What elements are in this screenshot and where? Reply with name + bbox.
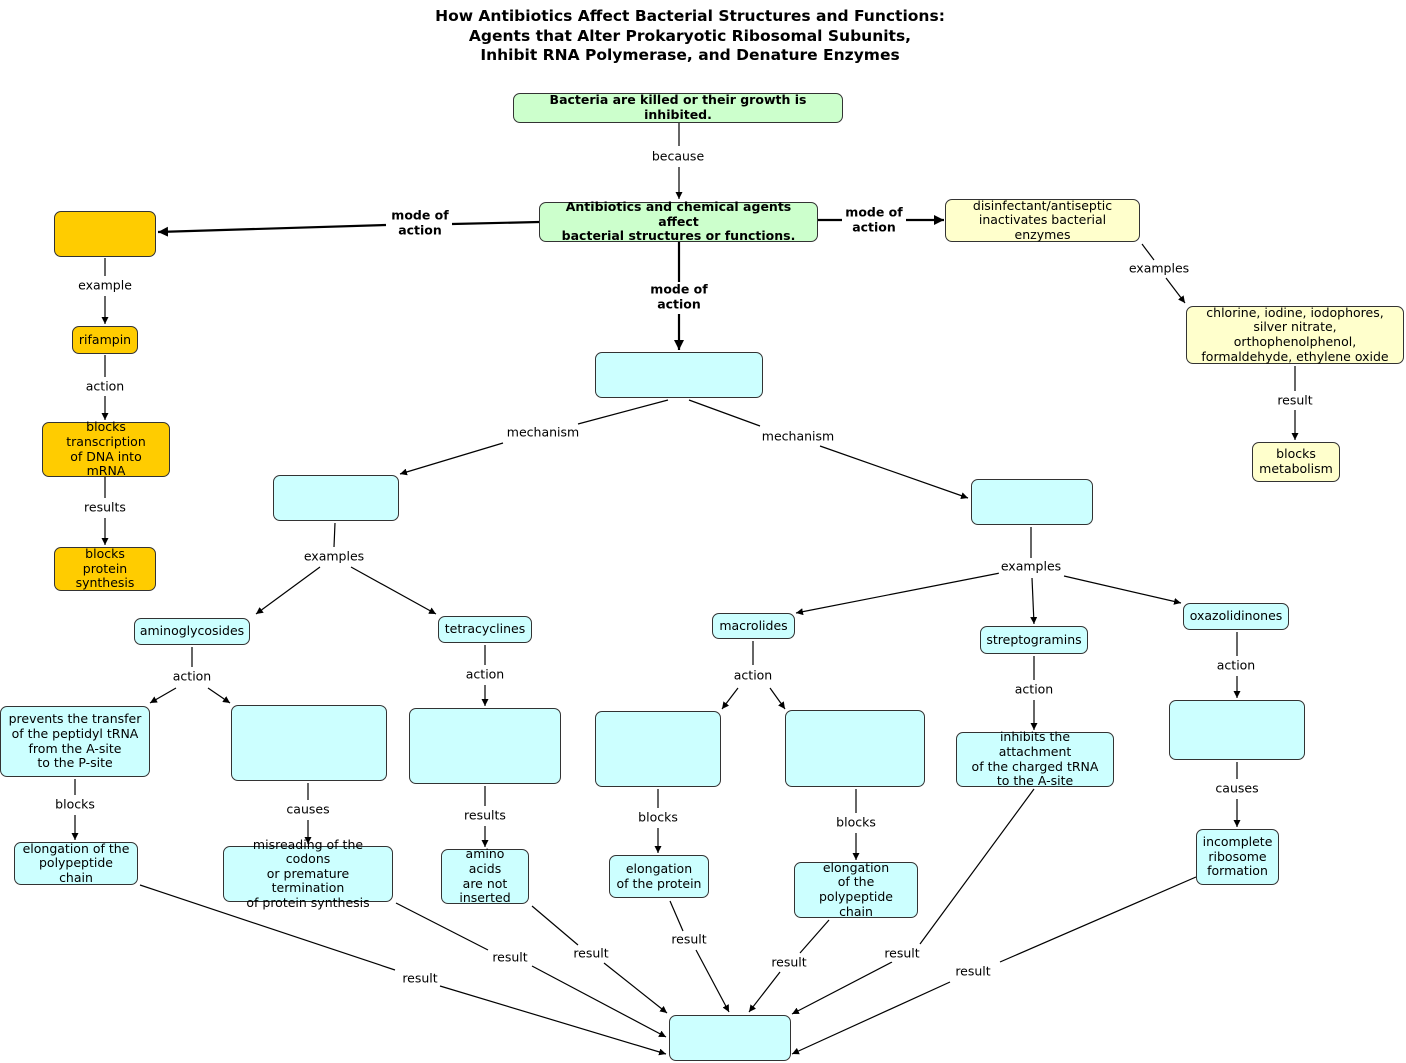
link-result-dis: result — [1275, 392, 1315, 409]
node-macro-action2-blank[interactable] — [785, 710, 925, 787]
edge-action-to-prevents — [149, 687, 177, 704]
edge-result-to-final-2 — [531, 965, 667, 1038]
edge-result-to-final-6 — [791, 961, 893, 1015]
node-chlorine-examples[interactable]: chlorine, iodine, iodophores, silver nit… — [1186, 305, 1404, 364]
edge-action-to-macro1 — [721, 687, 739, 710]
node-inhibits-attachment[interactable]: inhibits the attachment of the charged t… — [956, 730, 1114, 788]
edge-result-to-final-4 — [695, 949, 730, 1013]
edge-examples-to-amino — [255, 566, 321, 615]
node-aminoglycosides[interactable]: aminoglycosides — [134, 618, 250, 645]
node-elongation-polypeptide-1[interactable]: elongation of the polypeptide chain — [14, 841, 138, 885]
node-blocks-protein-synthesis[interactable]: blocks protein synthesis — [54, 546, 156, 591]
node-final-blank[interactable] — [669, 1015, 791, 1061]
edge-agents-to-mode-left — [451, 220, 540, 226]
node-elongation-protein[interactable]: elongation of the protein — [609, 855, 709, 898]
link-result-3: result — [571, 945, 611, 962]
node-oxa-action-blank[interactable] — [1169, 700, 1305, 760]
link-mode-right: mode of action — [843, 204, 905, 235]
link-mechanism-left: mechanism — [504, 424, 582, 441]
node-incomplete-ribosome[interactable]: incomplete ribosome formation — [1196, 829, 1279, 885]
link-action-oxa: action — [1214, 657, 1258, 674]
link-result-4: result — [669, 931, 709, 948]
edge-aa-to-result — [531, 905, 579, 946]
node-subunit-30s-blank[interactable] — [273, 475, 399, 521]
edge-30s-to-examples — [333, 522, 336, 548]
edge-elong1-to-result — [139, 884, 396, 971]
edge-mech-left-to-30s — [399, 442, 504, 476]
node-streptogramins[interactable]: streptogramins — [980, 626, 1088, 654]
edge-ribo-to-mech-left — [577, 399, 669, 425]
edge-elongprot-to-result — [669, 900, 684, 932]
node-disinfectant[interactable]: disinfectant/antiseptic inactivates bact… — [945, 198, 1140, 242]
link-results-rif: results — [82, 499, 128, 516]
node-rna-polymerase-blank[interactable] — [54, 211, 156, 257]
node-elongation-polypeptide-2[interactable]: elongation of the polypeptide chain — [794, 860, 918, 918]
edge-incomplete-to-result — [999, 876, 1197, 963]
node-tetra-action-blank[interactable] — [409, 708, 561, 784]
node-oxazolidinones[interactable]: oxazolidinones — [1183, 603, 1289, 630]
link-action-rif: action — [83, 378, 127, 395]
edge-examples-to-macro — [795, 572, 1001, 616]
edge-inhibits-to-result — [919, 788, 1035, 945]
node-amino-action2-blank[interactable] — [231, 705, 387, 781]
edge-examples-to-tetra — [350, 566, 437, 615]
edge-misreading-to-result — [395, 902, 489, 951]
edge-action-to-macro2 — [769, 687, 786, 710]
node-bacteria-killed[interactable]: Bacteria are killed or their growth is i… — [513, 93, 843, 123]
link-result-2: result — [490, 949, 530, 966]
link-example: example — [76, 277, 134, 294]
node-prevents-transfer[interactable]: prevents the transfer of the peptidyl tR… — [0, 706, 150, 777]
link-action-macro: action — [731, 667, 775, 684]
edge-mode-left-to-rna — [157, 223, 387, 237]
link-mechanism-right: mechanism — [759, 428, 837, 445]
link-causes-oxa: causes — [1213, 780, 1261, 797]
link-results-tetra: results — [462, 807, 508, 824]
edge-result-to-final-1 — [439, 985, 667, 1056]
link-result-5: result — [769, 954, 809, 971]
node-blocks-metabolism[interactable]: blocks metabolism — [1252, 442, 1340, 482]
edge-examples-to-oxa — [1063, 575, 1182, 605]
link-result-1: result — [400, 970, 440, 987]
link-because: because — [649, 148, 707, 165]
node-amino-acids[interactable]: amino acids are not inserted — [441, 847, 529, 905]
node-macro-action1-blank[interactable] — [595, 711, 721, 787]
node-blocks-transcription[interactable]: blocks transcription of DNA into mRNA — [42, 420, 170, 478]
link-action-tetra: action — [463, 666, 507, 683]
title-line-2: Agents that Alter Prokaryotic Ribosomal … — [468, 26, 912, 45]
link-examples-30s: examples — [301, 548, 367, 565]
node-tetracyclines[interactable]: tetracyclines — [438, 616, 532, 643]
node-ribosome-blank[interactable] — [595, 352, 763, 398]
link-examples-50s: examples — [998, 558, 1064, 575]
node-agents-affect[interactable]: Antibiotics and chemical agents affect b… — [539, 199, 818, 243]
edge-action-to-amino2 — [207, 687, 231, 704]
node-subunit-50s-blank[interactable] — [971, 479, 1093, 525]
link-blocks-macro1: blocks — [636, 809, 680, 826]
edge-result-to-final-5 — [748, 971, 781, 1013]
link-examples-dis: examples — [1126, 260, 1192, 277]
map-title: How Antibiotics Affect Bacterial Structu… — [340, 7, 1040, 66]
edge-mech-right-to-50s — [819, 445, 969, 499]
link-result-7: result — [953, 963, 993, 980]
node-macrolides[interactable]: macrolides — [712, 613, 795, 639]
edge-examples-to-strep — [1030, 577, 1038, 625]
edge-dis-to-examples — [1141, 243, 1155, 261]
edge-ribo-to-mech-right — [688, 399, 761, 427]
title-line-1: How Antibiotics Affect Bacterial Structu… — [435, 7, 945, 25]
link-action-strep: action — [1012, 681, 1056, 698]
link-blocks-macro2: blocks — [834, 814, 878, 831]
node-rifampin[interactable]: rifampin — [72, 326, 138, 354]
link-action-amino: action — [170, 668, 214, 685]
title-line-3: Inhibit RNA Polymerase, and Denature Enz… — [480, 46, 900, 64]
link-mode-left: mode of action — [389, 207, 451, 238]
edge-result-to-final-3 — [603, 962, 668, 1014]
link-mode-down: mode of action — [648, 281, 710, 312]
link-causes-amino: causes — [284, 801, 332, 818]
node-misreading[interactable]: misreading of the codons or premature te… — [223, 837, 393, 910]
edge-result-to-final-7 — [791, 981, 951, 1055]
link-result-6: result — [882, 945, 922, 962]
edge-examples-to-chlorine — [1165, 277, 1186, 304]
edge-elong2-to-result — [799, 919, 830, 954]
link-blocks-amino: blocks — [53, 796, 97, 813]
